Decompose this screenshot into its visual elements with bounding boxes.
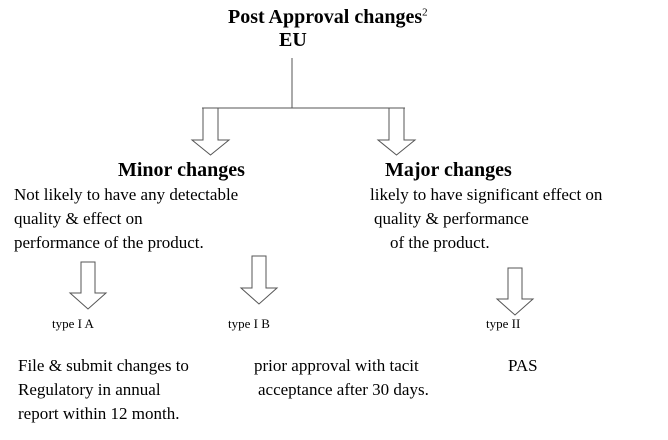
minor-heading: Minor changes bbox=[118, 159, 245, 181]
text-line: quality & performance bbox=[374, 209, 529, 228]
type-ib-detail: prior approval with tacit acceptance aft… bbox=[254, 354, 429, 402]
text-line: of the product. bbox=[390, 233, 490, 252]
text-line: prior approval with tacit bbox=[254, 356, 419, 375]
text-line: Regulatory in annual bbox=[18, 380, 161, 399]
major-description: likely to have significant effect on qua… bbox=[370, 183, 602, 255]
major-heading: Major changes bbox=[385, 159, 512, 181]
type-ib-label: type I B bbox=[228, 316, 270, 331]
text-line: quality & effect on bbox=[14, 209, 143, 228]
region-label: EU bbox=[279, 29, 307, 51]
type-ia-detail: File & submit changes to Regulatory in a… bbox=[18, 354, 189, 426]
text-line: report within 12 month. bbox=[18, 404, 180, 423]
type-ii-label: type II bbox=[486, 316, 521, 331]
footnote-ref: 2 bbox=[422, 6, 428, 19]
arrow-down-icon bbox=[68, 261, 108, 310]
diagram-title: Post Approval changes2 bbox=[228, 6, 428, 29]
text-line: acceptance after 30 days. bbox=[258, 380, 429, 399]
arrow-down-icon bbox=[239, 255, 279, 305]
type-ia-label: type I A bbox=[52, 316, 94, 331]
arrow-down-icon bbox=[376, 107, 417, 156]
type-ii-detail: PAS bbox=[508, 356, 538, 375]
minor-description: Not likely to have any detectable qualit… bbox=[14, 183, 238, 255]
text-line: likely to have significant effect on bbox=[370, 185, 603, 204]
title-text: Post Approval changes bbox=[228, 6, 423, 28]
arrow-down-icon bbox=[190, 107, 231, 156]
text-line: Not likely to have any detectable bbox=[14, 185, 239, 204]
arrow-down-icon bbox=[495, 267, 535, 316]
text-line: File & submit changes to bbox=[18, 356, 189, 375]
text-line: performance of the product. bbox=[14, 233, 204, 252]
